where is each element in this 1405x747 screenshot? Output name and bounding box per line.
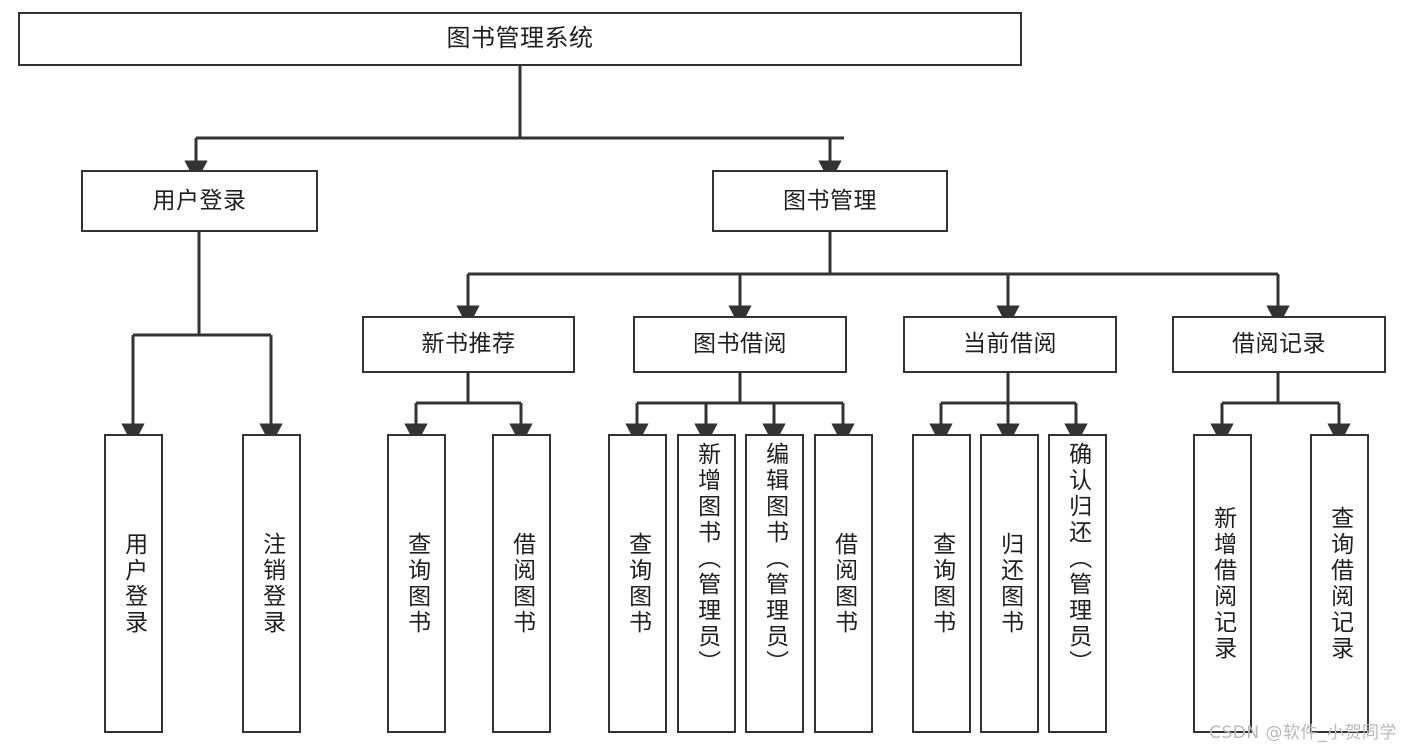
leaf-borrow-add-book-admin[interactable]: 新增图书（管理员） xyxy=(677,434,736,733)
node-user-login-label: 用户登录 xyxy=(152,187,247,214)
node-root[interactable]: 图书管理系统 xyxy=(18,12,1022,66)
leaf-user-logout-label: 注销登录 xyxy=(258,531,285,636)
leaf-records-query-record[interactable]: 查询借阅记录 xyxy=(1310,434,1369,733)
node-borrow-records-label: 借阅记录 xyxy=(1232,331,1326,358)
node-root-label: 图书管理系统 xyxy=(446,24,594,53)
leaf-current-confirm-return-admin-label: 确认归还（管理员） xyxy=(1064,442,1091,676)
leaf-borrow-query-book[interactable]: 查询图书 xyxy=(608,434,667,733)
leaf-borrow-query-book-label: 查询图书 xyxy=(624,531,651,636)
leaf-current-return-book-label: 归还图书 xyxy=(996,531,1023,636)
leaf-current-query-book-label: 查询图书 xyxy=(928,531,955,636)
leaf-newbook-query-book[interactable]: 查询图书 xyxy=(387,434,446,733)
leaf-records-query-record-label: 查询借阅记录 xyxy=(1326,505,1353,662)
leaf-user-login-label: 用户登录 xyxy=(120,531,147,636)
leaf-user-logout[interactable]: 注销登录 xyxy=(242,434,301,733)
leaf-borrow-borrow-book-label: 借阅图书 xyxy=(830,531,857,636)
leaf-borrow-edit-book-admin[interactable]: 编辑图书（管理员） xyxy=(745,434,804,733)
leaf-current-confirm-return-admin[interactable]: 确认归还（管理员） xyxy=(1048,434,1107,733)
leaf-records-add-record-label: 新增借阅记录 xyxy=(1209,505,1236,662)
node-borrow-records[interactable]: 借阅记录 xyxy=(1172,316,1386,373)
leaf-current-return-book[interactable]: 归还图书 xyxy=(980,434,1039,733)
leaf-user-login[interactable]: 用户登录 xyxy=(104,434,163,733)
node-book-management[interactable]: 图书管理 xyxy=(712,170,948,232)
leaf-newbook-query-book-label: 查询图书 xyxy=(403,531,430,636)
leaf-current-query-book[interactable]: 查询图书 xyxy=(912,434,971,733)
node-new-book-recommend[interactable]: 新书推荐 xyxy=(362,316,575,373)
node-book-management-label: 图书管理 xyxy=(783,187,877,214)
leaf-borrow-borrow-book[interactable]: 借阅图书 xyxy=(814,434,873,733)
leaf-borrow-edit-book-admin-label: 编辑图书（管理员） xyxy=(761,442,788,676)
leaf-borrow-add-book-admin-label: 新增图书（管理员） xyxy=(693,442,720,676)
node-book-borrow-label: 图书借阅 xyxy=(693,331,787,358)
node-current-borrow-label: 当前借阅 xyxy=(963,331,1057,358)
node-current-borrow[interactable]: 当前借阅 xyxy=(903,316,1117,373)
leaf-newbook-borrow-book[interactable]: 借阅图书 xyxy=(492,434,551,733)
node-new-book-recommend-label: 新书推荐 xyxy=(421,331,516,358)
csdn-watermark: CSDN @软件_小贺同学 xyxy=(1209,723,1397,743)
leaf-records-add-record[interactable]: 新增借阅记录 xyxy=(1193,434,1252,733)
node-user-login[interactable]: 用户登录 xyxy=(81,170,318,232)
leaf-newbook-borrow-book-label: 借阅图书 xyxy=(508,531,535,636)
node-book-borrow[interactable]: 图书借阅 xyxy=(633,316,847,373)
